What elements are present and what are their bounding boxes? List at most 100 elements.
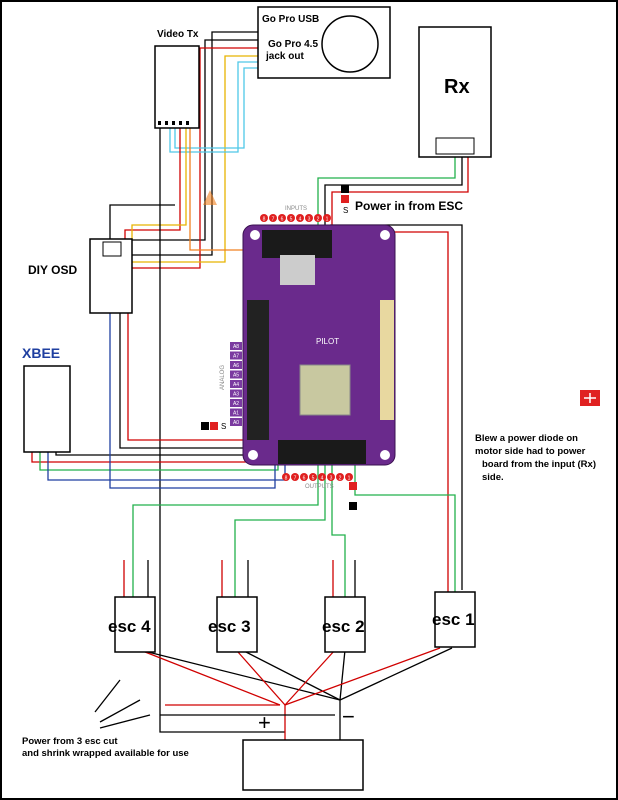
wire-esc3-bat-black xyxy=(245,651,341,701)
input-pin-marker xyxy=(287,214,295,222)
output-header xyxy=(278,440,366,464)
esc1-label: esc 1 xyxy=(432,610,475,629)
output-pin-marker xyxy=(327,473,335,481)
input-pin-label: 1 xyxy=(326,217,329,223)
analog-pin-tag xyxy=(230,408,242,417)
wire-esc1-bat-red xyxy=(284,647,441,706)
analog-pin-label: A2 xyxy=(233,401,239,407)
analog-pin-label: A5 xyxy=(233,373,239,379)
output-label: OUTPUTS xyxy=(305,484,334,490)
analog-pin-label: A0 xyxy=(233,420,239,426)
analog-pin-tag xyxy=(230,370,242,379)
analog-pin-label: A1 xyxy=(233,411,239,417)
esc4-label: esc 4 xyxy=(108,617,151,636)
note-line-2: motor side had to power xyxy=(475,446,586,457)
wire-out-esc3 xyxy=(234,455,326,597)
analog-pin-label: A3 xyxy=(233,392,239,398)
wire-gopro-black-1 xyxy=(109,31,258,256)
analog-header xyxy=(247,300,269,440)
analog-label: ANALOG xyxy=(220,365,226,390)
mount-hole-tl xyxy=(250,230,260,240)
analog-pin-label: A8 xyxy=(233,344,239,350)
output-pin-label: 5 xyxy=(312,476,315,482)
wire-out-esc2 xyxy=(331,455,346,597)
power-in-label: Power in from ESC xyxy=(355,199,463,213)
arrow-icon xyxy=(203,190,217,205)
analog-pin-tag xyxy=(230,418,242,426)
wire-vtx-yellow xyxy=(131,128,187,240)
flight-controller-board xyxy=(242,224,396,466)
input-pin-label: 5 xyxy=(290,217,293,223)
analog-plus-marker xyxy=(210,422,218,430)
wire-esc4-bat-black xyxy=(147,651,341,701)
osd-header xyxy=(102,241,122,257)
gopro-usb-label: Go Pro USB xyxy=(262,14,319,25)
gopro-jack-label-2: jack out xyxy=(265,51,304,62)
battery-box xyxy=(242,739,364,791)
output-pin-label: 3 xyxy=(330,476,333,482)
cut-lead-1 xyxy=(94,679,121,713)
analog-pin-label: A4 xyxy=(233,382,239,388)
wire-osd-blue xyxy=(109,312,276,489)
esc3-label: esc 3 xyxy=(208,617,251,636)
mount-hole-tr xyxy=(380,230,390,240)
output-pin-label: 6 xyxy=(303,476,306,482)
esc2-label: esc 2 xyxy=(322,617,365,636)
output-pin-marker xyxy=(336,473,344,481)
battery-minus-label: − xyxy=(342,704,355,729)
input-pin-label: 4 xyxy=(299,217,302,223)
wire-esc2-bat-black xyxy=(339,649,346,701)
wire-out-esc1 xyxy=(354,455,456,592)
wire-rx-red xyxy=(331,155,469,235)
gopro-lens xyxy=(321,15,379,73)
input-pin-marker xyxy=(269,214,277,222)
gopro-jack-label-1: Go Pro 4.5 xyxy=(268,39,318,50)
wire-xbee-green xyxy=(39,450,279,471)
input-pin-label: 7 xyxy=(272,217,275,223)
input-pin-marker xyxy=(296,214,304,222)
analog-pin-tag xyxy=(230,361,242,369)
input-s-label: S xyxy=(343,206,348,215)
output-pin-marker xyxy=(291,473,299,481)
analog-pin-label: A6 xyxy=(233,363,239,369)
output-pin-marker xyxy=(309,473,317,481)
input-pin-marker xyxy=(278,214,286,222)
output-plus-marker xyxy=(349,482,357,490)
esc2-box xyxy=(324,596,366,653)
cut-lead-3 xyxy=(99,714,151,729)
video-tx-label: Video Tx xyxy=(157,29,199,40)
wire-vtx-orange xyxy=(189,128,250,251)
analog-pin-tag xyxy=(230,351,242,360)
wire-esc2-bat-red xyxy=(284,649,336,706)
wire-rx-black xyxy=(324,155,463,235)
power-note-line-2: and shrink wrapped available for use xyxy=(22,748,189,759)
input-plus-marker xyxy=(341,195,349,203)
input-minus-marker xyxy=(341,185,349,193)
note-line-1: Blew a power diode on xyxy=(475,433,578,444)
side-pads xyxy=(380,300,394,420)
analog-minus-marker xyxy=(201,422,209,430)
output-pin-marker xyxy=(318,473,326,481)
battery-plus-label: + xyxy=(258,710,271,735)
esc1-box xyxy=(434,591,476,648)
osd-label: DIY OSD xyxy=(28,263,77,277)
output-pin-label: 4 xyxy=(321,476,324,482)
analog-pin-tag xyxy=(230,389,242,398)
note-line-4: side. xyxy=(482,472,504,483)
output-pin-label: 8 xyxy=(285,476,288,482)
input-pin-marker xyxy=(260,214,268,222)
xbee-box xyxy=(23,365,71,453)
wire-rx-green xyxy=(317,155,456,235)
output-minus-marker xyxy=(349,502,357,510)
rx-label: Rx xyxy=(444,76,470,98)
output-pin-marker xyxy=(345,473,353,481)
wire-xbee-blue xyxy=(47,450,286,481)
input-header xyxy=(262,230,332,258)
input-pin-label: 3 xyxy=(308,217,311,223)
input-pin-marker xyxy=(305,214,313,222)
